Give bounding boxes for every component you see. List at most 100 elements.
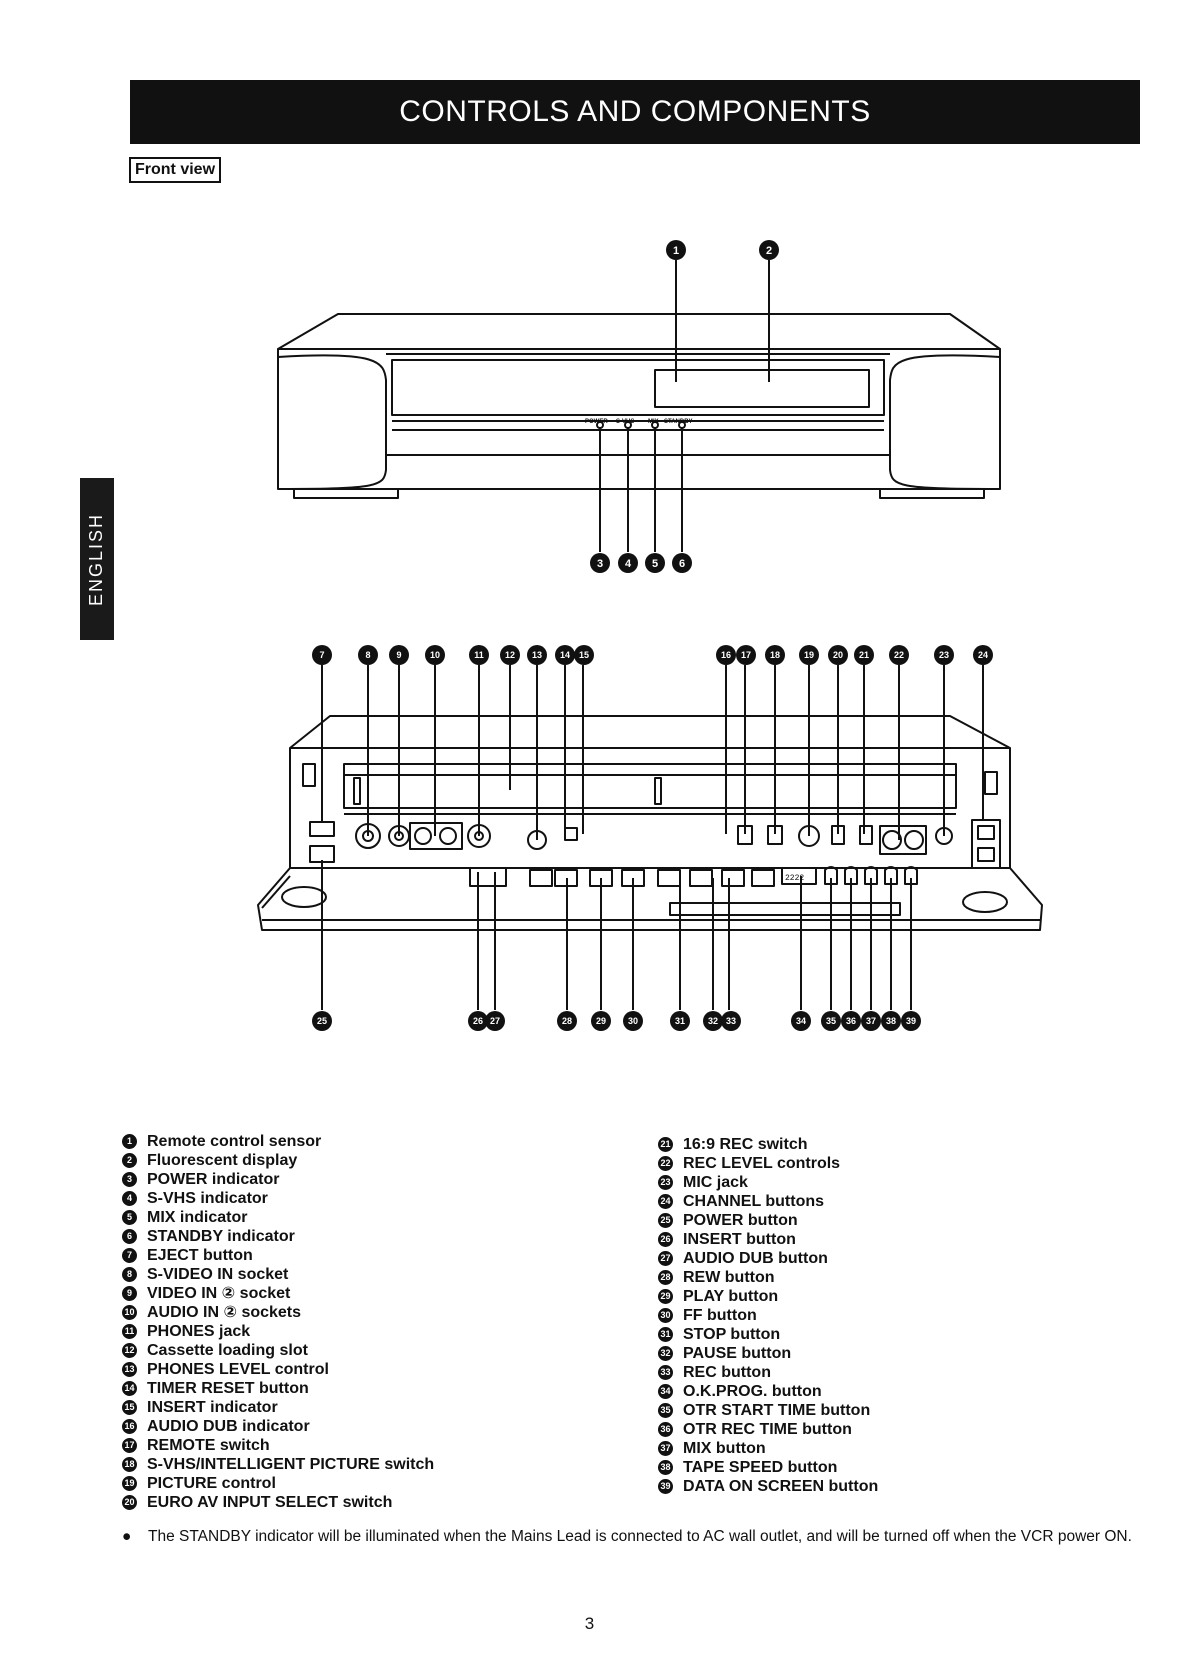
callout-10: 10 <box>425 645 445 665</box>
svg-text:33: 33 <box>726 1016 736 1026</box>
svg-text:3: 3 <box>597 558 603 570</box>
callout-37: 37 <box>861 1011 881 1031</box>
upper-callout-leaders <box>321 665 984 840</box>
svg-text:19: 19 <box>804 650 814 660</box>
svg-text:37: 37 <box>866 1016 876 1026</box>
svg-text:34: 34 <box>796 1016 806 1026</box>
callout-13: 13 <box>527 645 547 665</box>
page-title: CONTROLS AND COMPONENTS <box>399 95 871 128</box>
svg-text:11: 11 <box>474 650 484 660</box>
callout-19: 19 <box>799 645 819 665</box>
callout-6: 6 <box>672 553 692 573</box>
counter-display: 2222 <box>785 874 804 883</box>
svg-text:29: 29 <box>596 1016 606 1026</box>
callout-14: 14 <box>555 645 575 665</box>
callout-28: 28 <box>557 1011 577 1031</box>
callout-7: 7 <box>312 645 332 665</box>
callout-30: 30 <box>623 1011 643 1031</box>
section-label: Front view <box>129 157 222 183</box>
svg-text:24: 24 <box>978 650 988 660</box>
svg-text:12: 12 <box>505 650 515 660</box>
panel-label-power: POWER <box>585 419 608 425</box>
svg-text:7: 7 <box>319 650 324 660</box>
svg-text:32: 32 <box>708 1016 718 1026</box>
panel-label-standby: STANDBY <box>664 419 693 425</box>
callout-27: 27 <box>485 1011 505 1031</box>
callout-25: 25 <box>312 1011 332 1031</box>
footnote: ● The STANDBY indicator will be illumina… <box>122 1528 1142 1546</box>
callout-35: 35 <box>821 1011 841 1031</box>
svg-text:27: 27 <box>490 1016 500 1026</box>
callout-21: 21 <box>854 645 874 665</box>
callout-1: 1 <box>666 240 686 260</box>
callout-20: 20 <box>828 645 848 665</box>
callout-29: 29 <box>591 1011 611 1031</box>
svg-text:30: 30 <box>628 1016 638 1026</box>
svg-text:25: 25 <box>317 1016 327 1026</box>
svg-text:13: 13 <box>532 650 542 660</box>
callout-32: 32 <box>703 1011 723 1031</box>
callout-15: 15 <box>574 645 594 665</box>
callout-31: 31 <box>670 1011 690 1031</box>
svg-text:1: 1 <box>673 245 679 257</box>
panel-label-svhs: S-VHS <box>616 419 634 425</box>
svg-text:16: 16 <box>721 650 731 660</box>
callout-17: 17 <box>736 645 756 665</box>
vcr-open-illustration <box>257 715 1043 931</box>
vcr-diagram: POWER S-VHS MIX STANDBY 2222 1 2 3 4 5 6… <box>257 240 1043 1031</box>
svg-text:10: 10 <box>430 650 440 660</box>
callout-18: 18 <box>765 645 785 665</box>
svg-text:20: 20 <box>833 650 843 660</box>
callout-38: 38 <box>881 1011 901 1031</box>
lower-callout-leaders <box>321 860 912 1010</box>
callout-26: 26 <box>468 1011 488 1031</box>
language-tab: ENGLISH <box>80 478 114 640</box>
bullet-icon: ● <box>122 1528 132 1545</box>
callout-39: 39 <box>901 1011 921 1031</box>
page-number: 3 <box>584 1614 595 1633</box>
svg-text:22: 22 <box>894 650 904 660</box>
callout-2: 2 <box>759 240 779 260</box>
callout-24: 24 <box>973 645 993 665</box>
svg-text:9: 9 <box>396 650 401 660</box>
footnote-text: The STANDBY indicator will be illuminate… <box>148 1528 1132 1545</box>
callout-11: 11 <box>469 645 489 665</box>
callout-23: 23 <box>934 645 954 665</box>
svg-text:5: 5 <box>652 558 658 570</box>
svg-text:17: 17 <box>741 650 751 660</box>
svg-text:31: 31 <box>675 1016 685 1026</box>
callout-8: 8 <box>358 645 378 665</box>
callout-34: 34 <box>791 1011 811 1031</box>
callout-4: 4 <box>618 553 638 573</box>
callout-5: 5 <box>645 553 665 573</box>
